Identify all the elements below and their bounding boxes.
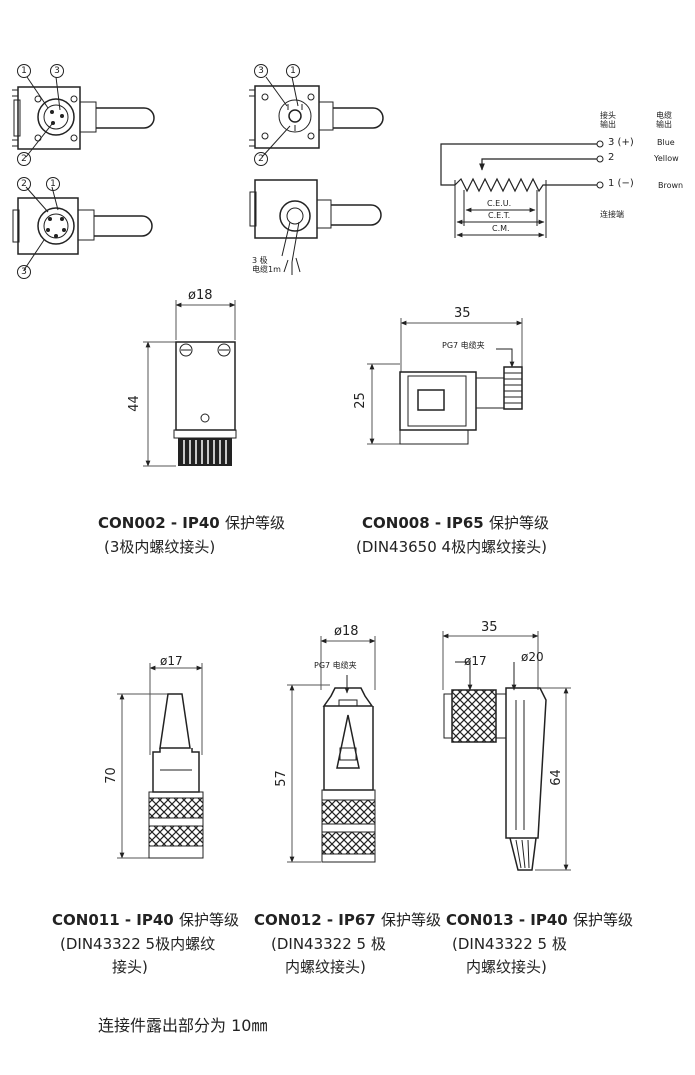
callout-circle: 2 [17,177,31,191]
dim-con012-dia: ø18 [334,624,359,639]
wiring-col-connector-line2: 输出 [600,120,616,129]
caption-con013-grade: 保护等级 [572,911,633,929]
con011-drawing [117,663,204,859]
terminal-3: 3 (+) [608,137,634,148]
caption-con013-title: CON013 - IP40 保护等级 [446,909,633,930]
caption-con012-grade: 保护等级 [380,911,441,929]
caption-con008-title: CON008 - IP65 保护等级 [362,512,549,533]
dim-con011-dia: ø17 [160,654,183,668]
con008-drawing [367,318,523,445]
wire-color-brown: Brown [658,181,684,190]
cable-note: 3 极 电缆1m [252,256,281,274]
caption-con011-grade: 保护等级 [178,911,239,929]
callout-circle: 3 [254,64,268,78]
connector-face-view-c [12,186,153,271]
caption-con011-code: CON011 - IP40 [52,911,174,929]
callout-circle: 2 [17,152,31,166]
wiring-col-connector: 接头 输出 [600,111,616,129]
caption-con013-code: CON013 - IP40 [446,911,568,929]
terminal-2: 2 [608,152,615,163]
dim-con008-pg7: PG7 电缆夹 [442,341,485,350]
caption-con012-title: CON012 - IP67 保护等级 [254,909,441,930]
cable-note-line1: 3 极 [252,256,268,265]
dim-con013-h: 64 [548,769,564,786]
wiring-col-cable-line2: 输出 [656,120,672,129]
callout-circle: 2 [254,152,268,166]
con002-drawing [143,300,237,467]
caption-con002-code: CON002 - IP40 [98,514,220,532]
footer-note: 连接件露出部分为 10㎜ [98,1016,268,1035]
dim-con013-d2: ø20 [521,650,544,664]
dim-con002-dia: ø18 [188,288,213,303]
wiring-schematic [440,140,604,238]
caption-con002-grade: 保护等级 [224,514,285,532]
caption-con011-desc1: (DIN43322 5极内螺纹 [60,935,216,953]
caption-con002-desc: (3极内螺纹接头) [104,538,216,556]
dim-con002-h: 44 [126,395,142,412]
wire-color-blue: Blue [657,138,675,147]
dim-con013-d1: ø17 [464,654,487,668]
con012-drawing [287,636,376,863]
caption-con013-desc1: (DIN43322 5 极 [452,935,567,953]
con013-drawing [442,631,571,871]
dim-con011-h: 70 [103,767,119,784]
callout-circle: 1 [46,177,60,191]
caption-con002-title: CON002 - IP40 保护等级 [98,512,285,533]
wire-color-yellow: Yellow [654,154,679,163]
caption-con011-desc2: 接头) [112,958,148,976]
label-cet: C.E.T. [488,211,511,220]
callout-circle: 1 [286,64,300,78]
wiring-col-cable-line1: 电缆 [656,111,672,120]
caption-con012-code: CON012 - IP67 [254,911,376,929]
label-terminal: 连接端 [600,210,624,219]
label-ceu: C.E.U. [487,199,512,208]
connector-cable-view [249,179,382,275]
caption-con008-code: CON008 - IP65 [362,514,484,532]
terminal-1: 1 (−) [608,178,634,189]
dim-con008-h: 25 [352,392,368,409]
wiring-col-connector-line1: 接头 [600,111,616,120]
caption-con012-desc1: (DIN43322 5 极 [271,935,386,953]
label-cm: C.M. [492,224,510,233]
wiring-col-cable: 电缆 输出 [656,111,672,129]
dim-con013-w: 35 [481,620,498,635]
caption-con012-desc2: 内螺纹接头) [285,958,366,976]
callout-circle: 1 [17,64,31,78]
dim-con012-pg7: PG7 电缆夹 [314,661,357,670]
connector-face-view-b [249,76,384,158]
dim-con008-w: 35 [454,306,471,321]
dim-con012-h: 57 [273,770,289,787]
callout-circle: 3 [50,64,64,78]
caption-con011-title: CON011 - IP40 保护等级 [52,909,239,930]
callout-circle: 3 [17,265,31,279]
caption-con008-desc: (DIN43650 4极内螺纹接头) [356,538,547,556]
caption-con008-grade: 保护等级 [488,514,549,532]
connector-face-view-a [12,76,155,158]
cable-note-line2: 电缆1m [252,265,281,274]
caption-con013-desc2: 内螺纹接头) [466,958,547,976]
